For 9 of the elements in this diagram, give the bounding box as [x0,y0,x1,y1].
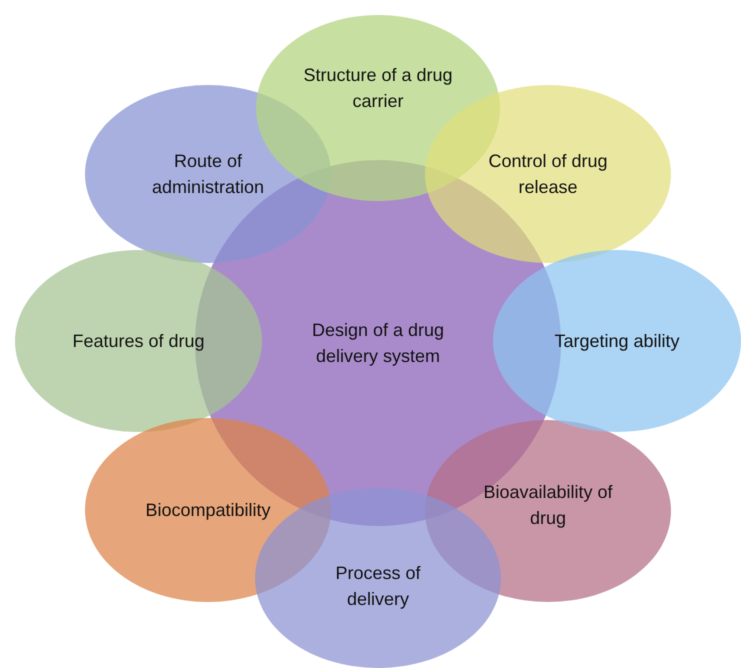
node-label: Structure of a drug carrier [303,64,453,113]
node-label: Bioavailability of drug [482,481,614,530]
node-label: Biocompatibility [145,499,271,522]
node-label: Control of drug release [487,150,609,199]
node-label: Design of a drug delivery system [310,319,446,368]
node-label: Features of drug [72,330,205,353]
node-label: Process of delivery [334,562,422,611]
node-label: Targeting ability [554,330,680,353]
node-label: Route of administration [150,150,266,199]
